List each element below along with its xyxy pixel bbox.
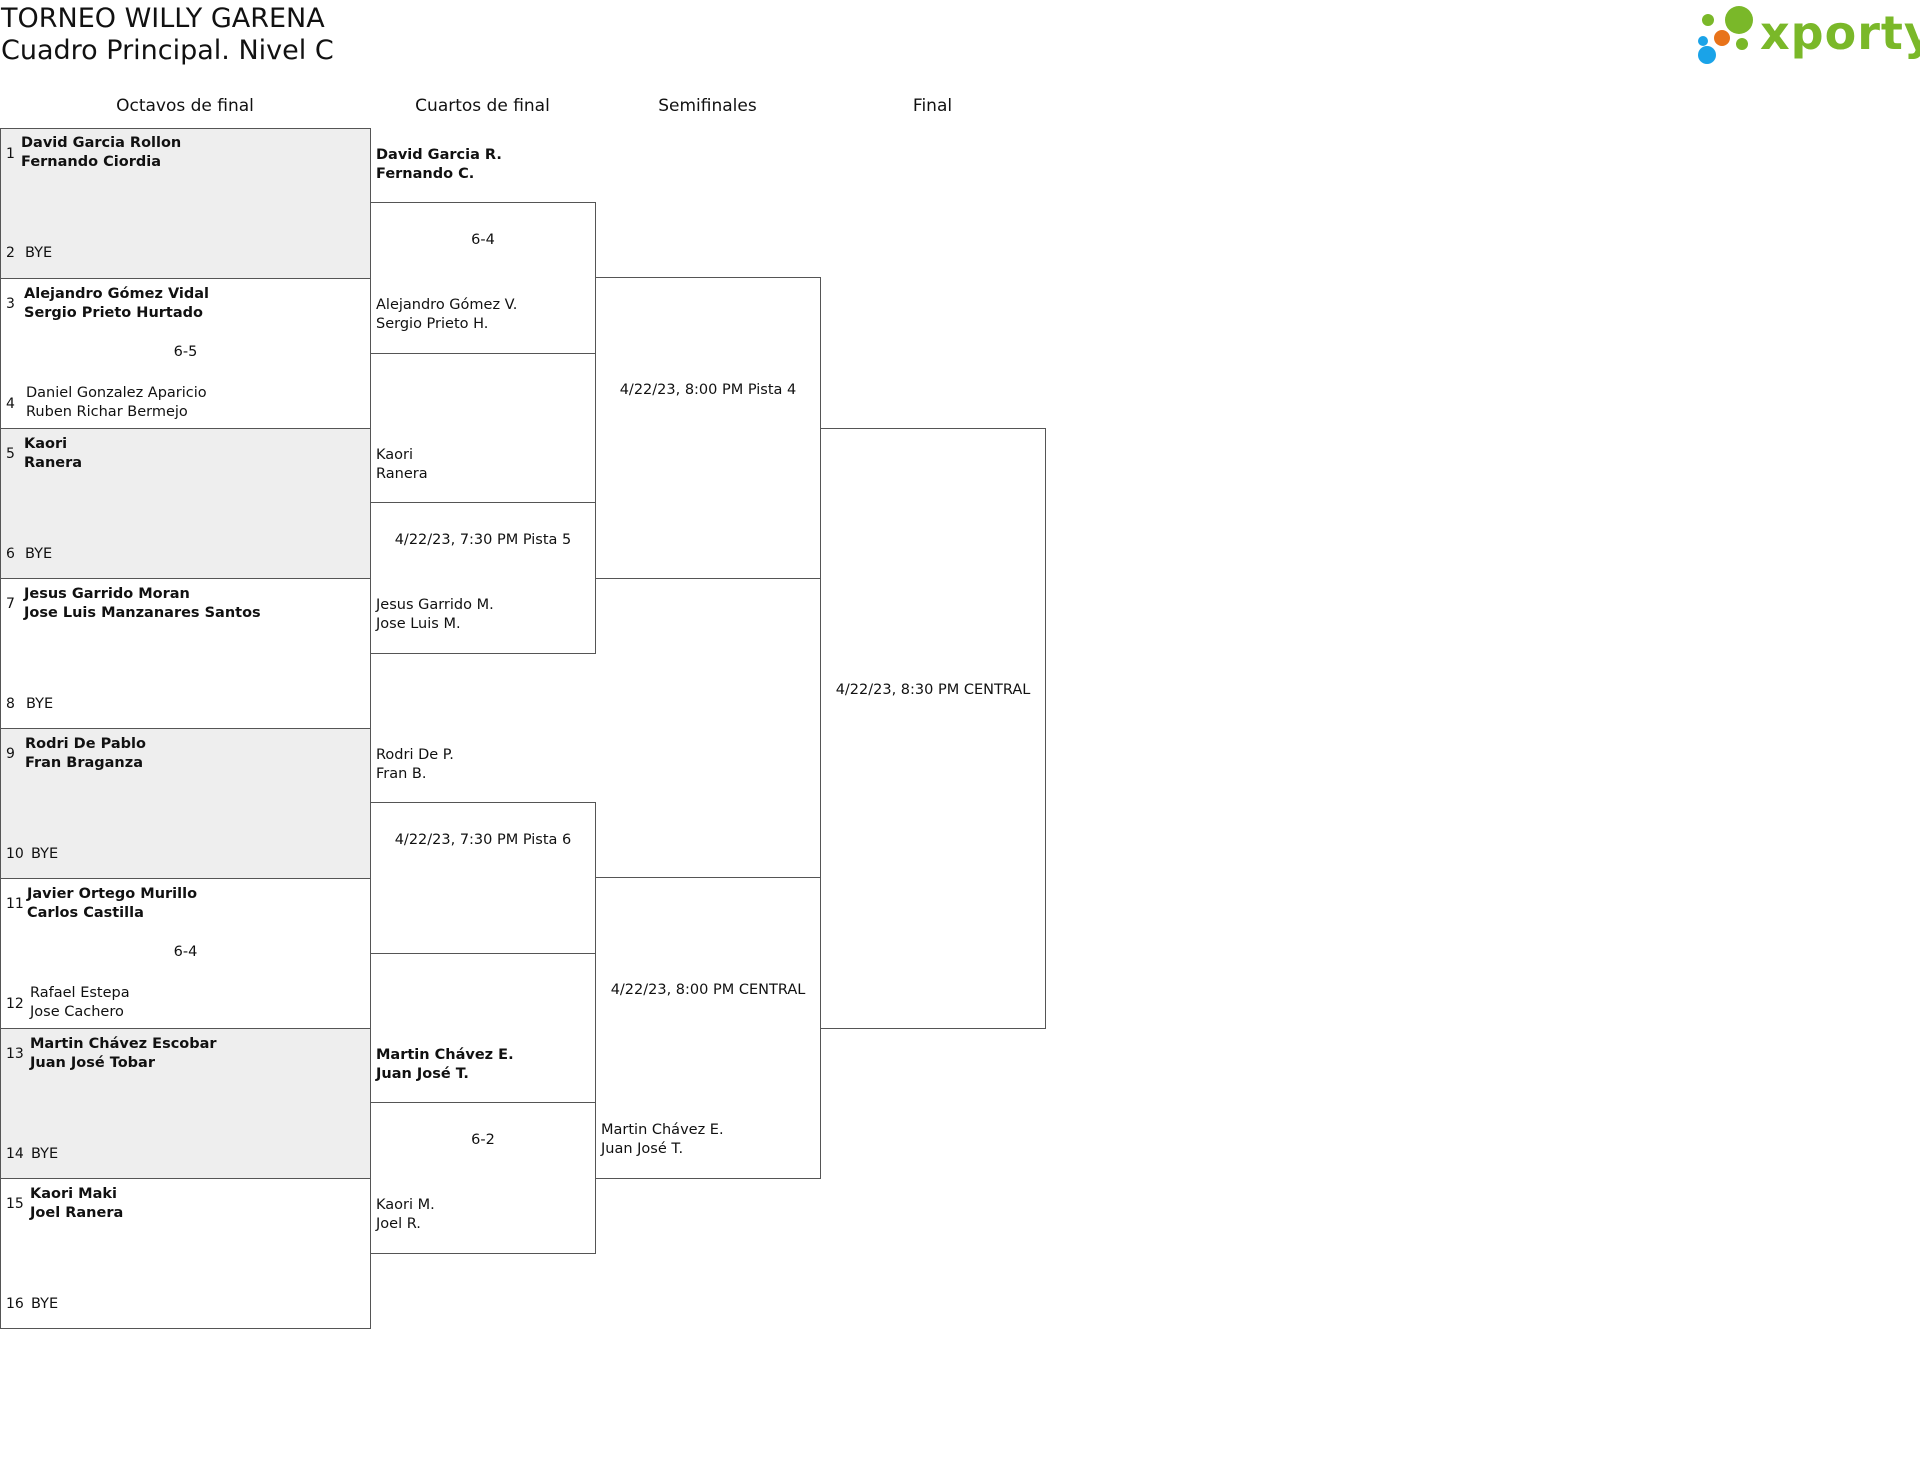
player-name: Rafael Estepa — [30, 985, 130, 1001]
seed-number: 2 — [6, 245, 15, 261]
round-header-semifinales: Semifinales — [658, 96, 757, 116]
round-header-cuartos: Cuartos de final — [415, 96, 550, 116]
r16-match-7 — [0, 1028, 371, 1179]
player-name: Jesus Garrido M. — [376, 597, 494, 613]
seed-number: 10 — [6, 846, 24, 862]
r16-match-5 — [0, 728, 371, 879]
player-name: Kaori — [24, 436, 68, 452]
seed-number: 16 — [6, 1296, 24, 1312]
player-name: Ranera — [24, 455, 83, 471]
player-name: Rodri De P. — [376, 747, 454, 763]
logo-dot-blue-left — [1698, 36, 1708, 46]
player-name: Alejandro Gómez Vidal — [24, 286, 210, 302]
player-name: Rodri De Pablo — [25, 736, 146, 752]
draw-subtitle: Cuadro Principal. Nivel C — [1, 35, 334, 66]
logo-dot-orange — [1714, 30, 1730, 46]
seed-number: 14 — [6, 1146, 24, 1162]
player-name: Ranera — [376, 466, 428, 482]
player-name: David Garcia R. — [376, 147, 502, 163]
player-name: Jose Luis Manzanares Santos — [24, 605, 261, 621]
final-match — [820, 428, 1046, 1029]
player-name: BYE — [31, 1146, 59, 1162]
seed-number: 1 — [6, 146, 15, 162]
seed-number: 3 — [6, 296, 15, 312]
player-name: Juan José Tobar — [30, 1055, 155, 1071]
player-name: Martin Chávez Escobar — [30, 1036, 217, 1052]
logo-dot-green-mid — [1736, 38, 1748, 50]
player-name: BYE — [31, 846, 59, 862]
seed-number: 5 — [6, 446, 15, 462]
player-name: Sergio Prieto H. — [376, 316, 489, 332]
match-schedule: 4/22/23, 7:30 PM Pista 5 — [394, 532, 572, 548]
qf-match-3 — [370, 802, 596, 954]
logo-dot-green-large — [1725, 6, 1753, 34]
player-name: Juan José T. — [601, 1141, 684, 1157]
player-name: Juan José T. — [376, 1066, 469, 1082]
seed-number: 8 — [6, 696, 15, 712]
logo-dot-blue — [1698, 46, 1716, 64]
match-score: 6-4 — [471, 232, 495, 248]
player-name: Ruben Richar Bermejo — [26, 404, 188, 420]
match-schedule: 4/22/23, 7:30 PM Pista 6 — [394, 832, 572, 848]
player-name: Carlos Castilla — [27, 905, 144, 921]
sf-match-1 — [595, 277, 821, 579]
player-name: Jose Cachero — [30, 1004, 124, 1020]
match-schedule: 4/22/23, 8:00 PM CENTRAL — [610, 982, 806, 998]
player-name: Jose Luis M. — [376, 616, 461, 632]
seed-number: 15 — [6, 1196, 24, 1212]
match-score: 6-4 — [173, 944, 198, 960]
seed-number: 12 — [6, 996, 24, 1012]
player-name: Kaori Maki — [30, 1186, 117, 1202]
player-name: Javier Ortego Murillo — [27, 886, 198, 902]
match-schedule: 4/22/23, 8:00 PM Pista 4 — [619, 382, 797, 398]
player-name: Joel Ranera — [30, 1205, 124, 1221]
player-name: BYE — [25, 546, 53, 562]
player-name: Fran B. — [376, 766, 427, 782]
player-name: Jesus Garrido Moran — [24, 586, 190, 602]
logo-text: xporty — [1760, 6, 1920, 60]
player-name: BYE — [26, 696, 54, 712]
player-name: Fernando C. — [376, 166, 475, 182]
player-name: Fran Braganza — [25, 755, 143, 771]
player-name: David Garcia Rollon — [21, 135, 182, 151]
player-name: Daniel Gonzalez Aparicio — [26, 385, 207, 401]
player-name: Kaori M. — [376, 1197, 435, 1213]
player-name: Sergio Prieto Hurtado — [24, 305, 203, 321]
player-name: Fernando Ciordia — [21, 154, 161, 170]
seed-number: 13 — [6, 1046, 24, 1062]
seed-number: 9 — [6, 746, 15, 762]
player-name: Kaori — [376, 447, 414, 463]
seed-number: 11 — [6, 896, 24, 912]
player-name: BYE — [25, 245, 53, 261]
seed-number: 6 — [6, 546, 15, 562]
round-header-final: Final — [912, 96, 953, 116]
seed-number: 4 — [6, 396, 15, 412]
match-score: 6-2 — [471, 1132, 495, 1148]
seed-number: 7 — [6, 596, 15, 612]
xporty-logo — [1690, 0, 1920, 70]
match-score: 6-5 — [173, 344, 198, 360]
player-name: Joel R. — [376, 1216, 421, 1232]
match-schedule: 4/22/23, 8:30 PM CENTRAL — [835, 682, 1031, 698]
player-name: BYE — [31, 1296, 59, 1312]
logo-dot-green-small — [1702, 14, 1714, 26]
player-name: Alejandro Gómez V. — [376, 297, 518, 313]
player-name: Martin Chávez E. — [601, 1122, 724, 1138]
r16-match-3 — [0, 428, 371, 579]
player-name: Martin Chávez E. — [376, 1047, 514, 1063]
tournament-title: TORNEO WILLY GARENA — [1, 3, 325, 34]
round-header-octavos: Octavos de final — [116, 96, 254, 116]
